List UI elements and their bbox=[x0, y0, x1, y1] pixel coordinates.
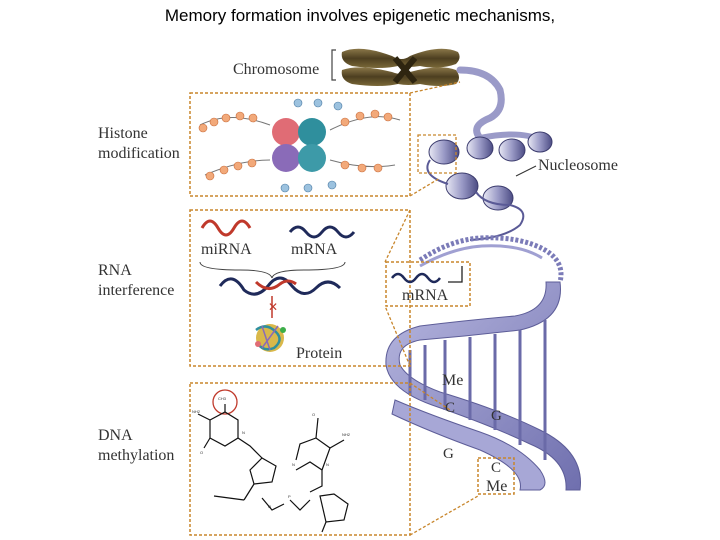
inhibit-icon: ✕ bbox=[268, 300, 278, 314]
dna-label-1: DNA bbox=[98, 427, 133, 444]
svg-text:O: O bbox=[200, 450, 203, 455]
callout-lines bbox=[384, 81, 479, 536]
dna-label-2: methylation bbox=[98, 447, 174, 464]
mirna-strand bbox=[200, 219, 252, 237]
histone-box bbox=[189, 92, 411, 197]
methylcytosine-structure bbox=[197, 389, 349, 533]
slide-title: Memory formation involves epigenetic mec… bbox=[164, 6, 556, 25]
svg-text:NH2: NH2 bbox=[342, 432, 351, 437]
dna-double-helix bbox=[385, 281, 581, 491]
mrna-strand bbox=[288, 225, 356, 239]
base-g1: G bbox=[491, 408, 502, 424]
protein-structure-icon bbox=[255, 324, 286, 352]
chromatin-fiber bbox=[456, 66, 505, 142]
svg-text:NH2: NH2 bbox=[192, 409, 201, 414]
chromosome-bracket bbox=[331, 49, 336, 81]
chromosome-label: Chromosome bbox=[233, 61, 319, 78]
svg-text:O: O bbox=[268, 504, 271, 509]
rna-duplex-mirna bbox=[254, 279, 297, 290]
svg-text:P: P bbox=[288, 494, 291, 499]
mrna-callout-strand bbox=[391, 272, 441, 284]
protein-label: Protein bbox=[296, 345, 342, 362]
svg-text:N: N bbox=[242, 430, 245, 435]
svg-text:O: O bbox=[312, 412, 315, 417]
base-g2: G bbox=[443, 446, 454, 462]
nucleosome-cluster bbox=[426, 131, 553, 241]
me-callout-box bbox=[477, 457, 515, 495]
chromosome-shape bbox=[341, 48, 460, 86]
svg-text:CH3: CH3 bbox=[218, 396, 227, 401]
rna-brace bbox=[199, 261, 346, 279]
rna-box bbox=[189, 209, 411, 367]
mrna-callout-arrow bbox=[448, 266, 463, 283]
histone-octamer bbox=[198, 98, 401, 193]
svg-text:N: N bbox=[326, 462, 329, 467]
me-bottom-label: Me bbox=[486, 478, 507, 495]
histone-label-1: Histone bbox=[98, 125, 148, 142]
coiled-dna bbox=[418, 235, 564, 283]
nucleosome-pointer bbox=[515, 165, 537, 177]
me-top-label: Me bbox=[442, 372, 463, 389]
rna-label-1: RNA bbox=[98, 262, 132, 279]
histone-label-2: modification bbox=[98, 145, 180, 162]
nucleosome-label: Nucleosome bbox=[538, 157, 618, 174]
mirna-label: miRNA bbox=[201, 241, 252, 258]
rna-duplex-mrna bbox=[218, 276, 342, 296]
base-c1: C bbox=[445, 400, 455, 416]
dna-methylation-box bbox=[189, 382, 411, 536]
base-c2: C bbox=[491, 460, 501, 476]
methylation-atom-labels: NH2 CH3 O N O P O NH2 N N bbox=[192, 396, 351, 509]
mrna-label: mRNA bbox=[291, 241, 338, 258]
mrna-callout-label: mRNA bbox=[402, 287, 449, 304]
rna-label-2: interference bbox=[98, 282, 174, 299]
mrna-callout-box bbox=[385, 261, 471, 307]
svg-text:N: N bbox=[292, 462, 295, 467]
